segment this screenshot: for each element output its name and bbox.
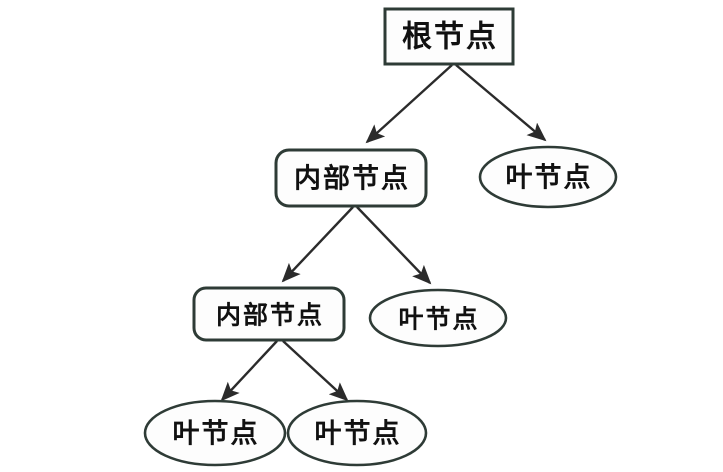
edge-internal-1-to-leaf-2	[356, 206, 432, 285]
edge-internal-1-to-internal-2	[281, 206, 354, 283]
node-root[interactable]: 根节点	[383, 7, 515, 66]
leaf-node-1-ellipse	[478, 145, 618, 209]
leaf-node-2-label: 叶节点	[398, 305, 479, 334]
edge-root-to-leaf-1	[455, 64, 547, 142]
internal-node-1-rect	[274, 148, 428, 208]
node-leaf-4[interactable]: 叶节点	[286, 399, 428, 467]
leaf-node-3-ellipse	[143, 399, 287, 467]
edge-group	[220, 64, 547, 402]
leaf-node-3-label: 叶节点	[173, 419, 260, 450]
node-leaf-1[interactable]: 叶节点	[478, 145, 618, 209]
edge-root-to-internal-1	[365, 64, 453, 144]
root-node-rect	[383, 7, 515, 66]
edge-internal-2-to-leaf-4	[282, 340, 349, 402]
internal-node-1-label: 内部节点	[294, 163, 410, 195]
node-leaf-3[interactable]: 叶节点	[143, 399, 287, 467]
internal-node-2-label: 内部节点	[216, 301, 324, 330]
root-node-label: 根节点	[402, 20, 498, 55]
leaf-node-2-ellipse	[368, 288, 508, 348]
leaf-node-1-label: 叶节点	[506, 163, 593, 194]
node-internal-2[interactable]: 内部节点	[192, 286, 346, 342]
node-internal-1[interactable]: 内部节点	[274, 148, 428, 208]
leaf-node-4-label: 叶节点	[315, 419, 402, 450]
leaf-node-4-ellipse	[286, 399, 428, 467]
node-leaf-2[interactable]: 叶节点	[368, 288, 508, 348]
edge-internal-2-to-leaf-3	[220, 340, 278, 402]
internal-node-2-rect	[192, 286, 346, 342]
